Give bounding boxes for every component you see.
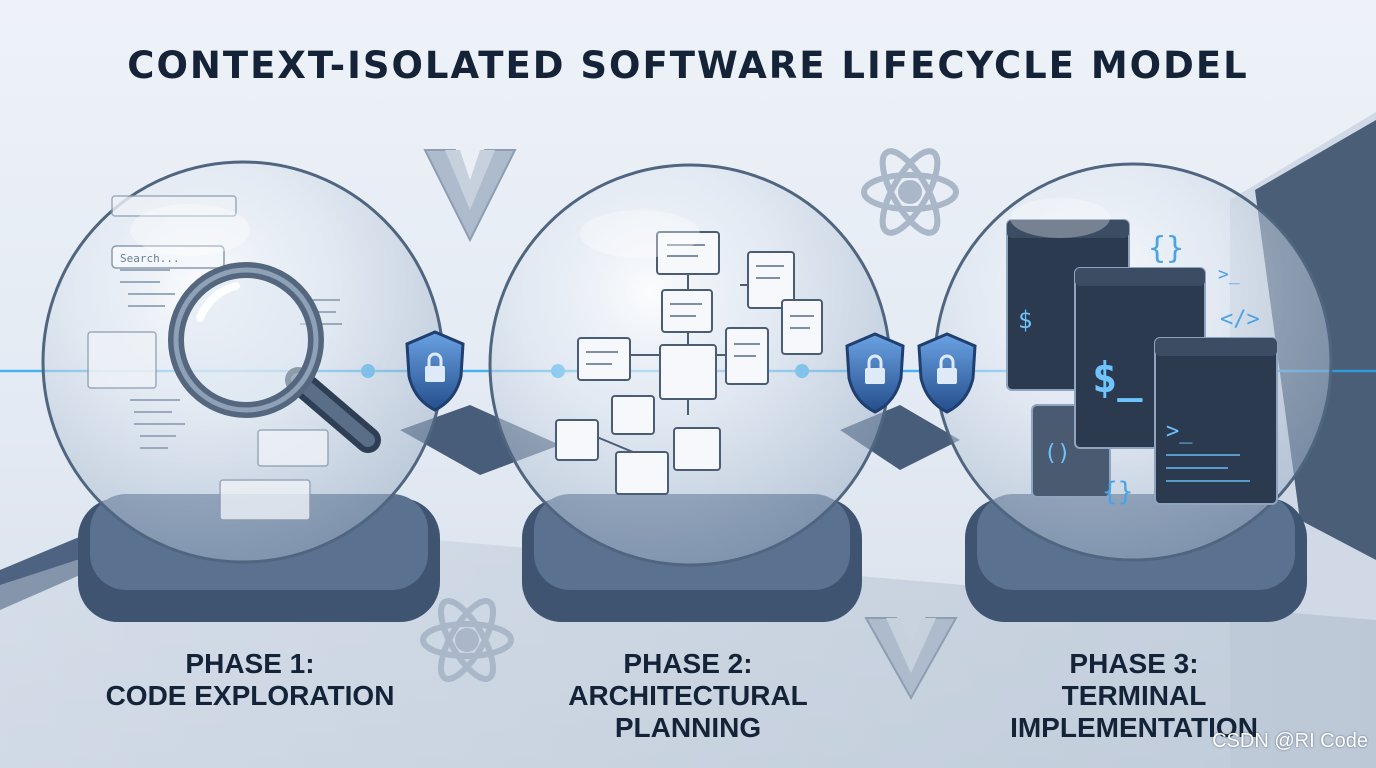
phase-3-label: PHASE 3: TERMINAL IMPLEMENTATION <box>954 648 1314 744</box>
document-icon <box>659 344 717 400</box>
document-icon <box>577 337 631 381</box>
sphere-terminal-implementation: $ () $_ >_ {} >_ </> {} <box>933 162 1333 562</box>
diagram-title: CONTEXT-ISOLATED SOFTWARE LIFECYCLE MODE… <box>127 44 1249 87</box>
phase-3-number: PHASE 3: <box>1069 648 1199 679</box>
parens-glyph: () <box>1044 441 1071 466</box>
shield-lock-icon <box>917 332 977 414</box>
sphere-code-exploration: Search... <box>41 160 445 564</box>
phase-2-name-line1: ARCHITECTURAL <box>568 680 808 711</box>
phase-1-label: PHASE 1: CODE EXPLORATION <box>70 648 430 712</box>
shell-prompt-glyph: >_ <box>1218 264 1240 285</box>
document-icon <box>611 395 655 435</box>
document-icon <box>555 419 599 461</box>
search-placeholder: Search... <box>120 252 180 265</box>
magnifying-glass-icon <box>168 262 381 453</box>
phase-3-name-line1: TERMINAL <box>1061 680 1207 711</box>
terminal-window-icon: >_ <box>1154 337 1278 505</box>
phase-2-label: PHASE 2: ARCHITECTURAL PLANNING <box>508 648 868 744</box>
sphere-architectural-planning <box>488 163 892 567</box>
shell-prompt-glyph: >_ <box>1166 419 1193 444</box>
code-panel <box>87 195 329 521</box>
folder-icon <box>673 427 721 471</box>
phase-3-name-line2: IMPLEMENTATION <box>1010 712 1258 743</box>
v-logo-icon <box>864 617 958 701</box>
phase-2-name-line2: PLANNING <box>614 712 762 743</box>
search-field <box>111 245 225 269</box>
watermark: CSDN @RI Code <box>1212 730 1368 752</box>
v-logo-icon <box>423 149 517 243</box>
dollar-glyph: $ <box>1018 306 1032 334</box>
braces-glyph: {} <box>1102 477 1133 507</box>
document-icon <box>656 231 720 275</box>
braces-glyph: {} <box>1148 231 1184 266</box>
atom-icon <box>861 148 959 236</box>
phase-1-number: PHASE 1: <box>185 648 315 679</box>
folder-icon <box>615 451 669 495</box>
architecture-tree <box>555 231 823 495</box>
document-icon <box>661 289 713 333</box>
dollar-prompt-glyph: $_ <box>1092 353 1143 402</box>
shield-lock-icon <box>405 330 465 412</box>
shield-lock-icon <box>845 332 905 414</box>
tag-glyph: </> <box>1220 307 1260 332</box>
phase-1-name: CODE EXPLORATION <box>105 680 395 711</box>
phase-2-number: PHASE 2: <box>623 648 753 679</box>
atom-icon <box>420 598 514 682</box>
